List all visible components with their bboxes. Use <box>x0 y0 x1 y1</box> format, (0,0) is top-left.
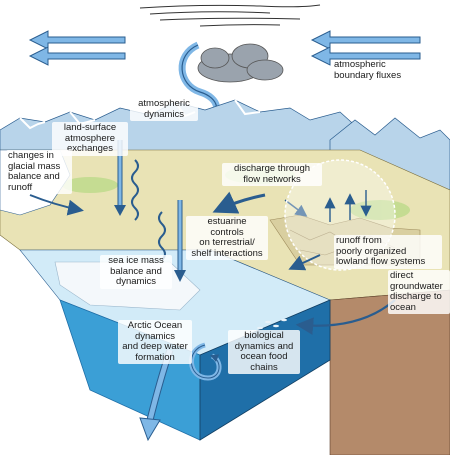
glacier-runoff-arrow <box>29 194 84 216</box>
label-runoff-lowland: runoff from poorly organized lowland flo… <box>334 235 442 269</box>
label-estuarine: estuarine controls on terrestrial/ shelf… <box>186 216 268 260</box>
earth-cross-section <box>329 289 450 455</box>
label-atmospheric-dynamics: atmospheric dynamics <box>130 98 198 121</box>
label-biological: biological dynamics and ocean food chain… <box>228 330 300 374</box>
wind-streaks <box>139 4 321 27</box>
label-discharge-networks: discharge through flow networks <box>222 163 322 186</box>
label-glacial-mass: changes in glacial mass balance and runo… <box>6 150 72 194</box>
atmospheric-arrow-left <box>28 30 126 66</box>
lowland-vertical-arrows <box>324 190 372 222</box>
label-sea-ice: sea ice mass balance and dynamics <box>100 255 172 289</box>
label-atmospheric-boundary-fluxes: atmospheric boundary fluxes <box>334 59 402 81</box>
discharge-arrow <box>212 191 266 214</box>
cloud <box>197 43 284 83</box>
estuarine-arrow <box>288 254 321 271</box>
discharge-arrow-2 <box>284 199 308 217</box>
label-groundwater: direct groundwater discharge to ocean <box>388 270 450 314</box>
wavy-flux-arrows <box>131 159 166 261</box>
atmospheric-arrow-right <box>310 30 421 66</box>
label-land-surface-exchanges: land-surface atmosphere exchanges <box>52 122 128 156</box>
ocean-dynamics-swirl <box>188 342 222 381</box>
label-arctic-ocean: Arctic Ocean dynamics and deep water for… <box>118 320 192 364</box>
fish-school <box>257 318 287 330</box>
groundwater-arrow <box>295 299 396 335</box>
